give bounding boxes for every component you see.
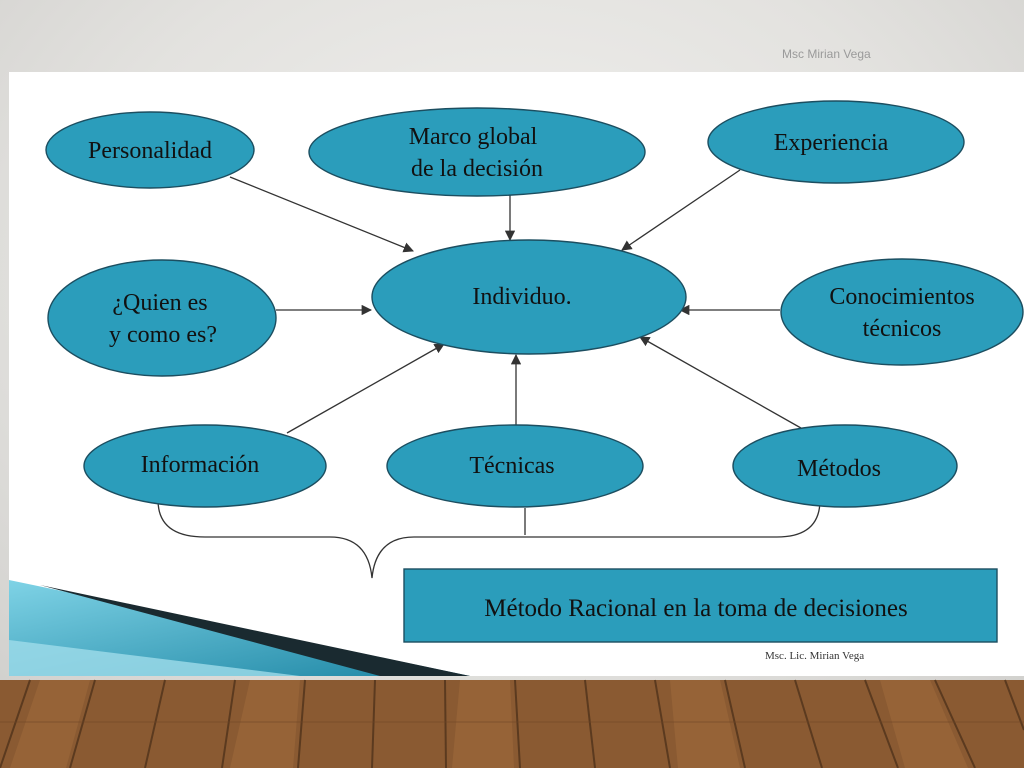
corner-accent-light (9, 640, 300, 676)
arrow-metodos (639, 336, 809, 433)
node-conocimientos (780, 258, 1024, 366)
wood-floor (0, 679, 1024, 768)
node-experiencia (707, 100, 965, 184)
label-tecnicas: Técnicas (469, 453, 554, 479)
arrow-informacion (286, 343, 445, 434)
label-experiencia: Experiencia (774, 130, 889, 156)
arrows (157, 169, 821, 579)
summary-box (403, 568, 998, 643)
label-informacion: Información (141, 452, 260, 478)
footer-credit: Msc. Lic. Mirian Vega (765, 650, 864, 662)
summary-box-label: Método Racional en la toma de decisiones (484, 595, 908, 622)
label-conocimientos-line1: Conocimientos (829, 284, 974, 310)
arrow-experiencia (621, 169, 741, 251)
corner-accent-dark (40, 585, 470, 676)
summary-brace (157, 499, 821, 579)
node-informacion (83, 424, 327, 508)
node-personalidad (45, 111, 255, 189)
label-marco-line2: de la decisión (411, 156, 543, 182)
arrow-personalidad (229, 176, 414, 253)
label-individuo: Individuo. (472, 284, 571, 310)
node-metodos (732, 424, 958, 508)
label-quien-line1: ¿Quien es (112, 290, 207, 316)
label-marco-line1: Marco global (409, 124, 538, 150)
header-credit: Msc Mirian Vega (782, 47, 871, 61)
label-conocimientos-line2: técnicos (863, 316, 942, 342)
label-personalidad: Personalidad (88, 138, 212, 164)
label-quien-line2: y como es? (109, 322, 217, 348)
node-marco (308, 107, 646, 197)
node-quien (47, 259, 277, 377)
node-individuo (371, 239, 687, 355)
label-metodos: Métodos (797, 456, 881, 482)
node-tecnicas (386, 424, 644, 508)
